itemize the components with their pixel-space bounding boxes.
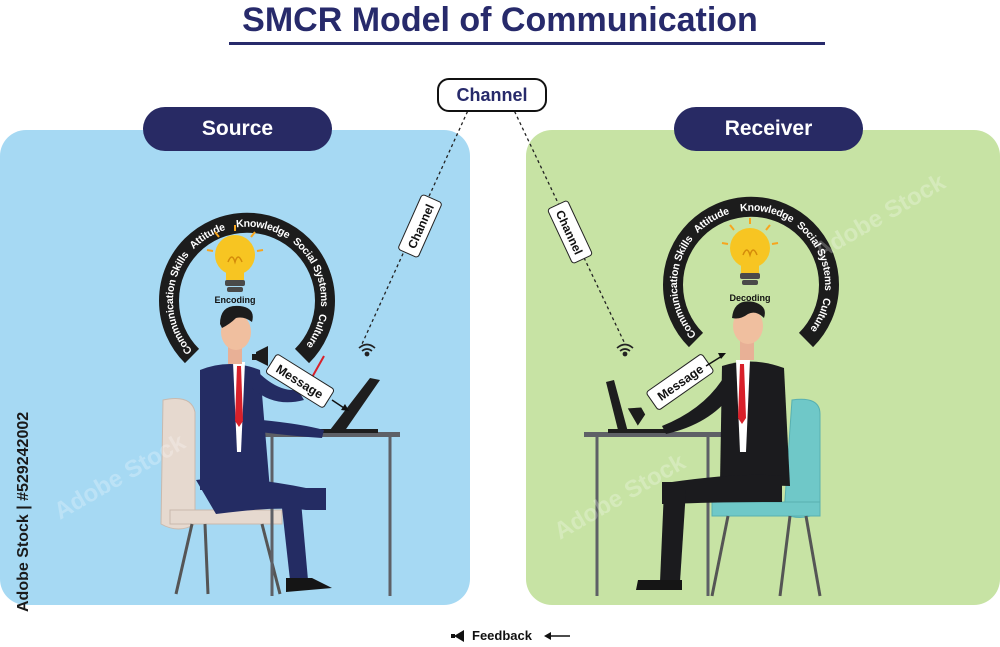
receiver-table <box>584 432 734 596</box>
receiver-person <box>636 301 790 590</box>
receiver-label: Receiver <box>674 107 863 151</box>
lightbulb-icon <box>721 218 779 285</box>
receiver-chair <box>710 398 822 597</box>
wifi-icon <box>616 343 634 357</box>
channel-label: Channel <box>437 78 547 112</box>
source-chair <box>160 398 283 595</box>
channel-tag-receiver: Channel <box>547 200 593 264</box>
feedback-label: Feedback <box>472 628 532 643</box>
channel-line-source <box>361 105 471 345</box>
source-label: Source <box>143 107 332 151</box>
channel-line-receiver <box>511 105 626 345</box>
laptop-icon <box>606 380 668 433</box>
message-arrow <box>705 355 723 367</box>
megaphone-icon <box>252 346 268 366</box>
encoding-label: Encoding <box>215 295 256 305</box>
wifi-icon <box>358 343 376 357</box>
laptop-icon <box>316 378 380 433</box>
page-title: SMCR Model of Communication <box>242 1 758 39</box>
arrow-left-icon <box>544 632 570 640</box>
megaphone-icon <box>627 407 646 426</box>
megaphone-icon <box>451 630 464 642</box>
decoding-label: Decoding <box>729 293 770 303</box>
lightbulb-icon <box>206 225 264 292</box>
channel-tag-source: Channel <box>398 194 442 258</box>
svg-text:Adobe Stock: Adobe Stock <box>810 168 951 265</box>
title-underline <box>229 42 825 45</box>
feedback-legend: Feedback <box>448 627 578 645</box>
stock-id: Adobe Stock | #529242002 <box>15 412 32 612</box>
